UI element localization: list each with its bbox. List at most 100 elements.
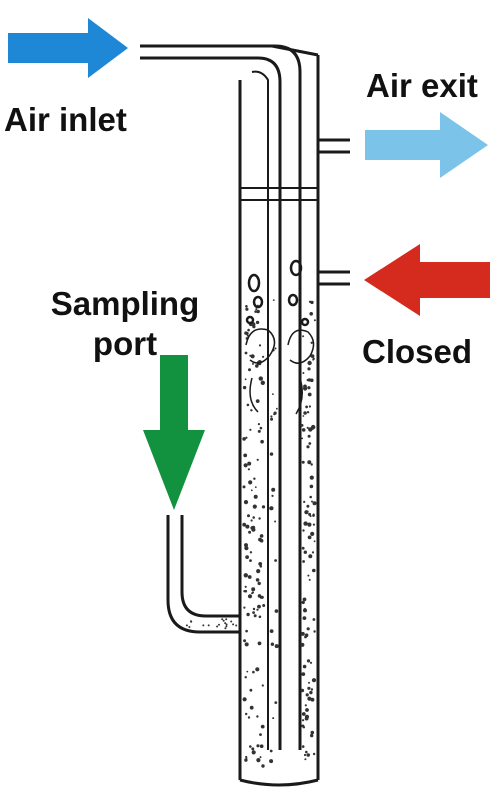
bubble-dot <box>252 611 256 614</box>
bubble-dot <box>308 578 311 581</box>
bubble-dot <box>272 393 274 395</box>
bubble-dot <box>312 523 315 526</box>
bubble-dot <box>230 620 233 623</box>
bubble-dot <box>305 708 309 712</box>
bubble-dot <box>272 299 275 301</box>
bubble-dot <box>250 489 253 492</box>
bubble-dot <box>244 585 247 588</box>
gas-bubble <box>287 293 299 307</box>
sampling-port-arrow <box>143 355 205 510</box>
bubble-dot <box>261 505 266 509</box>
bubble-dot <box>244 642 249 647</box>
bubble-dot <box>242 522 247 527</box>
bubble-dot <box>259 565 263 568</box>
bubble-dot <box>257 594 262 598</box>
bubble-dot <box>258 344 262 347</box>
bubble-dot <box>250 409 253 412</box>
bubble-dot <box>307 434 311 438</box>
bubble-dot <box>245 555 250 559</box>
bubble-dot <box>301 672 306 676</box>
bubble-dot <box>249 559 252 562</box>
bubble-dot <box>216 625 219 628</box>
bubble-dot <box>255 320 260 325</box>
bubble-dot <box>259 744 264 748</box>
bubble-dot <box>300 631 305 636</box>
bubble-dot <box>260 724 265 729</box>
bubble-dot <box>246 403 250 407</box>
bubble-dot <box>305 405 308 409</box>
bubble-dot <box>303 753 307 757</box>
bubble-dot <box>312 752 316 756</box>
bubble-dot <box>312 618 316 621</box>
bubble-dot <box>257 581 261 586</box>
bubble-dot <box>257 604 261 609</box>
bubble-dot <box>245 436 248 439</box>
bubble-dot <box>302 616 307 620</box>
bubble-dot <box>313 630 316 633</box>
bubble-dot <box>256 744 260 748</box>
bubble-dot <box>306 510 309 513</box>
bubble-dot <box>302 372 305 374</box>
bubble-dot <box>306 659 311 663</box>
bubble-dot <box>247 328 250 332</box>
sampling-tube <box>166 515 240 634</box>
bubble-dot <box>310 531 315 537</box>
bubble-dot <box>270 415 273 418</box>
bubble-dot <box>221 618 224 621</box>
bubble-dot <box>310 697 315 702</box>
bubble-dot <box>269 749 273 753</box>
bubble-dot <box>245 712 248 716</box>
bubble-dot <box>188 626 191 628</box>
bubble-dot <box>224 622 227 625</box>
bubble-dot <box>307 460 312 465</box>
bubble-dot <box>246 612 250 617</box>
bubble-dot <box>251 750 256 755</box>
closed-label: Closed <box>362 333 473 370</box>
bubble-dot <box>270 642 275 646</box>
bubble-dot <box>249 428 252 431</box>
bubble-dot <box>243 573 248 578</box>
bubble-dot <box>255 578 260 582</box>
foam-swirls <box>245 328 315 415</box>
bubble-dot <box>271 487 276 492</box>
bubble-dot <box>307 696 312 701</box>
bubble-dot <box>271 494 274 497</box>
bubble-dot <box>247 716 251 719</box>
bubble-dot <box>313 319 316 322</box>
bubble-dot <box>244 676 247 679</box>
bubble-dot <box>259 426 263 430</box>
bubble-dot <box>218 623 220 626</box>
bubble-dot <box>254 486 257 488</box>
bubble-dot <box>309 312 314 316</box>
bubble-dot <box>255 399 260 403</box>
bubble-dot <box>260 380 265 385</box>
bubble-dot <box>308 405 311 408</box>
bubble-dot <box>307 686 311 690</box>
bubble-dot <box>242 697 247 702</box>
bubble-dot <box>276 407 278 410</box>
bubble-dot <box>308 681 310 684</box>
bubble-dot <box>306 504 310 508</box>
bubble-dot <box>300 424 304 427</box>
bubble-dot <box>307 367 311 371</box>
bubble-dot <box>310 426 315 430</box>
bubble-dot <box>301 546 305 550</box>
bubble-dot <box>311 500 313 503</box>
bubble-dot <box>259 733 262 736</box>
bubble-dot <box>310 688 314 691</box>
bubble-dot <box>225 625 228 628</box>
closed-arrow <box>364 244 490 316</box>
bubble-dot <box>225 623 228 626</box>
bubble-dot <box>249 354 252 357</box>
bubble-dot <box>249 705 254 710</box>
bubble-dot <box>269 629 274 633</box>
bubble-dot <box>310 378 314 383</box>
bubble-dot <box>302 415 305 417</box>
bubble-dot <box>222 619 225 622</box>
bubble-dot <box>256 458 259 461</box>
bubble-dot <box>310 733 314 738</box>
bubble-dot <box>310 354 315 358</box>
bubble-dot <box>248 530 252 534</box>
bubble-dot <box>259 756 262 759</box>
bubble-dot <box>312 568 316 573</box>
